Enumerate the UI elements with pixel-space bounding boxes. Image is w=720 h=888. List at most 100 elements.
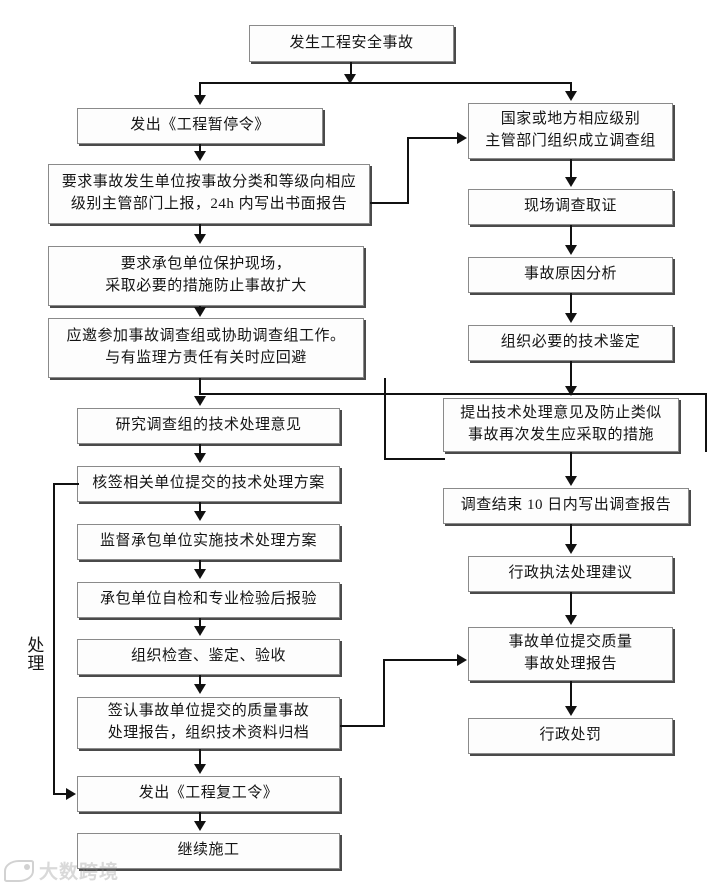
arrowhead-bus-right — [565, 91, 577, 101]
arrowhead-l2-r1 — [457, 132, 467, 144]
connector-l2-r1-a — [370, 202, 409, 204]
arrowhead-r8-r9 — [565, 706, 577, 716]
node-start[interactable]: 发生工程安全事故 — [249, 25, 454, 62]
connector-l10-r8-c — [383, 659, 458, 661]
connector-l2-l3 — [199, 224, 201, 235]
arrowhead-r6-r7 — [565, 544, 577, 554]
connector-l10-r8-a — [340, 725, 385, 727]
arrowhead-l7-l8 — [194, 569, 206, 579]
connector-r5-l5-b — [384, 458, 445, 460]
connector-loop-bottom — [53, 793, 67, 795]
node-l1[interactable]: 发出《工程暂停令》 — [77, 108, 323, 144]
node-l5[interactable]: 研究调查组的技术处理意见 — [77, 408, 340, 444]
connector-r4-r5 — [570, 361, 572, 387]
arrowhead-l1-l2 — [194, 151, 206, 161]
connector-r5-l5-a — [384, 378, 386, 460]
connector-bus — [199, 82, 571, 84]
connector-start-down — [350, 62, 352, 76]
node-l10[interactable]: 签认事故单位提交的质量事故 处理报告，组织技术资料归档 — [77, 697, 340, 749]
node-l7-label: 监督承包单位实施技术处理方案 — [99, 533, 317, 550]
node-l6-label: 核签相关单位提交的技术处理方案 — [92, 475, 325, 492]
node-l9-label: 组织检查、鉴定、验收 — [130, 648, 286, 665]
connector-l2-r1-c — [407, 137, 458, 139]
connector-r3-r4 — [570, 293, 572, 314]
connector-l8-l9 — [199, 618, 201, 627]
arrowhead-r1-r2 — [565, 177, 577, 187]
arrowhead-r2-r3 — [565, 245, 577, 255]
connector-l7-l8 — [199, 560, 201, 570]
node-start-label: 发生工程安全事故 — [289, 34, 414, 51]
connector-l9-l10 — [199, 675, 201, 685]
arrowhead-l10-l11 — [194, 764, 206, 774]
node-r9[interactable]: 行政处罚 — [468, 718, 673, 754]
side-label-text: 处理 — [24, 636, 44, 672]
node-r2-label: 现场调查取证 — [523, 198, 617, 215]
node-r6-label: 调查结束 10 日内写出调查报告 — [460, 497, 672, 514]
node-l1-label: 发出《工程暂停令》 — [130, 117, 270, 134]
node-r7-label: 行政执法处理建议 — [508, 565, 633, 582]
node-l12[interactable]: 继续施工 — [77, 833, 340, 869]
node-l3[interactable]: 要求承包单位保护现场， 采取必要的措施防止事故扩大 — [48, 246, 364, 306]
connector-r5-r6 — [570, 452, 572, 477]
node-l8[interactable]: 承包单位自检和专业检验后报验 — [77, 582, 340, 618]
connector-r5-l5-c — [199, 393, 707, 395]
connector-loop-top — [53, 483, 79, 485]
node-r9-label: 行政处罚 — [539, 727, 602, 744]
connector-bus-left — [199, 82, 201, 96]
node-l3-label: 要求承包单位保护现场， 采取必要的措施防止事故扩大 — [105, 256, 307, 294]
arrowhead-l6-l7 — [194, 511, 206, 521]
connector-r5-l5-d — [705, 393, 707, 452]
node-l7[interactable]: 监督承包单位实施技术处理方案 — [77, 524, 340, 560]
arrowhead-l5-l6 — [194, 453, 206, 463]
node-l4-label: 应邀参加事故调查组或协助调查组工作。 与有监理方责任有关时应回避 — [66, 328, 346, 366]
node-r2[interactable]: 现场调查取证 — [468, 189, 673, 225]
node-r3-label: 事故原因分析 — [523, 266, 617, 283]
node-r8-label: 事故单位提交质量 事故处理报告 — [508, 634, 633, 672]
node-l11[interactable]: 发出《工程复工令》 — [77, 776, 340, 812]
node-r6[interactable]: 调查结束 10 日内写出调查报告 — [443, 488, 689, 524]
node-r1-label: 国家或地方相应级别 主管部门组织成立调查组 — [485, 111, 656, 149]
connector-l1-l2 — [199, 144, 201, 152]
node-l6[interactable]: 核签相关单位提交的技术处理方案 — [77, 466, 340, 502]
connector-l6-l7 — [199, 502, 201, 512]
node-r4[interactable]: 组织必要的技术鉴定 — [468, 325, 673, 361]
node-r3[interactable]: 事故原因分析 — [468, 257, 673, 293]
arrowhead-l2-l3 — [194, 234, 206, 244]
connector-r8-r9 — [570, 681, 572, 707]
node-l10-label: 签认事故单位提交的质量事故 处理报告，组织技术资料归档 — [107, 703, 310, 741]
connector-r2-r3 — [570, 225, 572, 246]
arrowhead-l9-l10 — [194, 684, 206, 694]
connector-l11-l12 — [199, 812, 201, 822]
node-l9[interactable]: 组织检查、鉴定、验收 — [77, 639, 340, 675]
node-r8[interactable]: 事故单位提交质量 事故处理报告 — [468, 627, 673, 681]
arrowhead-r3-r4 — [565, 313, 577, 323]
connector-loop-side — [53, 483, 55, 795]
arrowhead-l10-r8 — [457, 654, 467, 666]
arrowhead-r5-r6 — [565, 476, 577, 486]
arrowhead-l4-l5 — [194, 396, 206, 406]
side-label-handling: 处理 — [20, 636, 44, 680]
node-l2[interactable]: 要求事故发生单位按事故分类和等级向相应 级别主管部门上报，24h 内写出书面报告 — [48, 164, 370, 224]
arrowhead-start-down — [344, 74, 356, 84]
node-l4[interactable]: 应邀参加事故调查组或协助调查组工作。 与有监理方责任有关时应回避 — [48, 318, 364, 378]
watermark-logo-icon — [4, 859, 34, 882]
node-r5[interactable]: 提出技术处理意见及防止类似 事故再次发生应采取的措施 — [443, 398, 679, 452]
connector-r6-r7 — [570, 524, 572, 545]
arrowhead-l8-l9 — [194, 626, 206, 636]
connector-l2-r1-b — [407, 137, 409, 204]
node-l2-label: 要求事故发生单位按事故分类和等级向相应 级别主管部门上报，24h 内写出书面报告 — [61, 174, 357, 212]
node-r1[interactable]: 国家或地方相应级别 主管部门组织成立调查组 — [468, 103, 673, 159]
node-l12-label: 继续施工 — [177, 842, 240, 859]
node-r5-label: 提出技术处理意见及防止类似 事故再次发生应采取的措施 — [460, 405, 662, 443]
node-l11-label: 发出《工程复工令》 — [138, 785, 279, 802]
connector-r1-r2 — [570, 159, 572, 178]
node-r7[interactable]: 行政执法处理建议 — [468, 556, 673, 592]
connector-r7-r8 — [570, 592, 572, 616]
connector-l10-r8-b — [383, 659, 385, 727]
arrowhead-l3-l4 — [194, 307, 206, 317]
node-l8-label: 承包单位自检和专业检验后报验 — [99, 591, 317, 608]
node-r4-label: 组织必要的技术鉴定 — [500, 334, 641, 351]
arrowhead-r4-r5 — [565, 386, 577, 396]
connector-l4-l5 — [199, 378, 201, 394]
